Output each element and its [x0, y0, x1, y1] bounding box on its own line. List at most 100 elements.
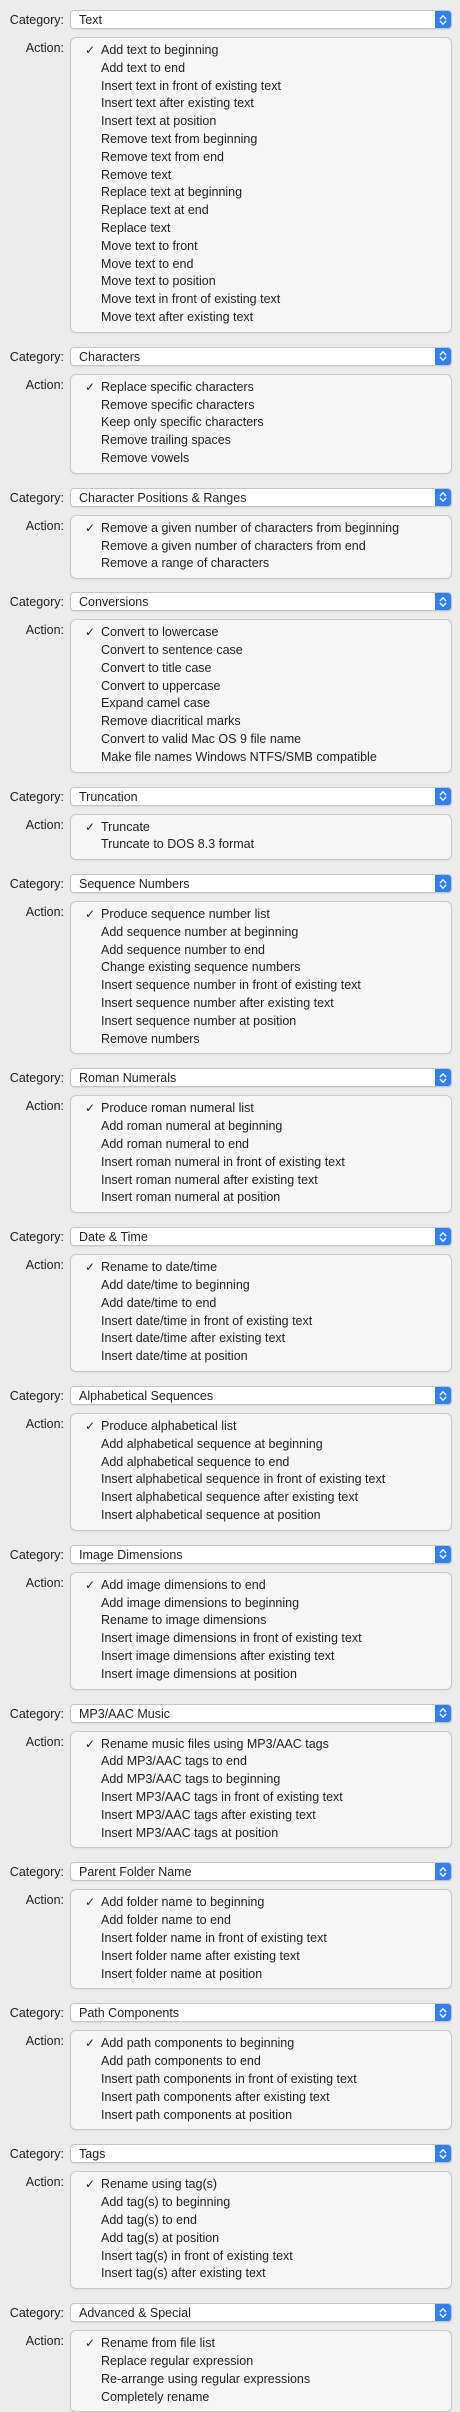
- action-option[interactable]: Add date/time to beginning: [71, 1277, 451, 1295]
- up-down-chevrons-icon[interactable]: [435, 875, 451, 893]
- action-option[interactable]: Remove text from beginning: [71, 131, 451, 149]
- action-option[interactable]: Move text to position: [71, 273, 451, 291]
- action-option[interactable]: Change existing sequence numbers: [71, 959, 451, 977]
- up-down-chevrons-icon[interactable]: [435, 347, 451, 365]
- up-down-chevrons-icon[interactable]: [435, 11, 451, 28]
- action-option[interactable]: ✓Replace specific characters: [71, 379, 451, 397]
- action-option[interactable]: Add MP3/AAC tags to end: [71, 1753, 451, 1771]
- category-popup[interactable]: Text: [70, 10, 452, 29]
- action-option[interactable]: ✓Rename from file list: [71, 2335, 451, 2353]
- up-down-chevrons-icon[interactable]: [435, 1069, 451, 1087]
- action-option[interactable]: Remove diacritical marks: [71, 713, 451, 731]
- action-option[interactable]: Keep only specific characters: [71, 414, 451, 432]
- action-list[interactable]: ✓Remove a given number of characters fro…: [70, 514, 452, 580]
- action-option[interactable]: Remove a given number of characters from…: [71, 538, 451, 556]
- category-popup[interactable]: MP3/AAC Music: [70, 1703, 452, 1723]
- action-option[interactable]: ✓Truncate: [71, 819, 451, 837]
- up-down-chevrons-icon[interactable]: [435, 593, 451, 611]
- action-option[interactable]: Insert date/time after existing text: [71, 1330, 451, 1348]
- action-option[interactable]: Add alphabetical sequence to end: [71, 1454, 451, 1472]
- action-option[interactable]: Insert roman numeral at position: [71, 1189, 451, 1207]
- category-popup[interactable]: Image Dimensions: [70, 1544, 452, 1564]
- up-down-chevrons-icon[interactable]: [435, 787, 451, 805]
- up-down-chevrons-icon[interactable]: [435, 2145, 451, 2163]
- action-option[interactable]: Remove a range of characters: [71, 555, 451, 573]
- action-option[interactable]: Insert text after existing text: [71, 95, 451, 113]
- action-option[interactable]: Insert roman numeral after existing text: [71, 1172, 451, 1190]
- up-down-chevrons-icon[interactable]: [435, 1228, 451, 1246]
- category-popup[interactable]: Characters: [70, 346, 452, 366]
- action-option[interactable]: Add alphabetical sequence at beginning: [71, 1436, 451, 1454]
- category-popup[interactable]: Date & Time: [70, 1227, 452, 1247]
- action-option[interactable]: Insert path components after existing te…: [71, 2089, 451, 2107]
- action-option[interactable]: Replace text at beginning: [71, 184, 451, 202]
- action-option[interactable]: ✓Convert to lowercase: [71, 624, 451, 642]
- action-option[interactable]: Re-arrange using regular expressions: [71, 2371, 451, 2389]
- action-option[interactable]: Remove numbers: [71, 1031, 451, 1049]
- action-option[interactable]: Move text after existing text: [71, 309, 451, 327]
- category-popup[interactable]: Path Components: [70, 2003, 452, 2023]
- action-option[interactable]: Move text to front: [71, 238, 451, 256]
- action-option[interactable]: Add tag(s) to beginning: [71, 2194, 451, 2212]
- action-option[interactable]: Insert MP3/AAC tags at position: [71, 1825, 451, 1843]
- action-option[interactable]: Add date/time to end: [71, 1295, 451, 1313]
- up-down-chevrons-icon[interactable]: [435, 2004, 451, 2022]
- action-option[interactable]: Add path components to end: [71, 2053, 451, 2071]
- action-option[interactable]: Insert folder name in front of existing …: [71, 1930, 451, 1948]
- action-option[interactable]: Insert path components in front of exist…: [71, 2071, 451, 2089]
- action-option[interactable]: Add MP3/AAC tags to beginning: [71, 1771, 451, 1789]
- action-option[interactable]: Add roman numeral to end: [71, 1136, 451, 1154]
- action-option[interactable]: Insert text in front of existing text: [71, 78, 451, 96]
- action-option[interactable]: Insert folder name after existing text: [71, 1948, 451, 1966]
- action-option[interactable]: Insert sequence number after existing te…: [71, 995, 451, 1013]
- category-popup[interactable]: Conversions: [70, 592, 452, 612]
- action-option[interactable]: Expand camel case: [71, 695, 451, 713]
- action-option[interactable]: ✓Add path components to beginning: [71, 2035, 451, 2053]
- action-option[interactable]: ✓Add image dimensions to end: [71, 1577, 451, 1595]
- action-option[interactable]: ✓Produce alphabetical list: [71, 1418, 451, 1436]
- action-option[interactable]: Move text in front of existing text: [71, 291, 451, 309]
- action-option[interactable]: Add image dimensions to beginning: [71, 1595, 451, 1613]
- action-option[interactable]: Insert folder name at position: [71, 1966, 451, 1984]
- action-option[interactable]: ✓Rename to date/time: [71, 1259, 451, 1277]
- action-option[interactable]: Move text to end: [71, 256, 451, 274]
- action-option[interactable]: Insert tag(s) in front of existing text: [71, 2248, 451, 2266]
- action-option[interactable]: Convert to uppercase: [71, 678, 451, 696]
- action-option[interactable]: Insert roman numeral in front of existin…: [71, 1154, 451, 1172]
- up-down-chevrons-icon[interactable]: [435, 1704, 451, 1722]
- up-down-chevrons-icon[interactable]: [435, 1545, 451, 1563]
- action-option[interactable]: ✓Remove a given number of characters fro…: [71, 520, 451, 538]
- action-option[interactable]: Add sequence number at beginning: [71, 924, 451, 942]
- action-option[interactable]: Add tag(s) to end: [71, 2212, 451, 2230]
- action-option[interactable]: Insert alphabetical sequence at position: [71, 1507, 451, 1525]
- action-option[interactable]: ✓Produce roman numeral list: [71, 1100, 451, 1118]
- category-popup[interactable]: Parent Folder Name: [70, 1862, 452, 1882]
- action-option[interactable]: Insert MP3/AAC tags after existing text: [71, 1807, 451, 1825]
- action-option[interactable]: Remove vowels: [71, 450, 451, 468]
- action-option[interactable]: Rename to image dimensions: [71, 1612, 451, 1630]
- action-option[interactable]: Insert text at position: [71, 113, 451, 131]
- category-popup[interactable]: Roman Numerals: [70, 1068, 452, 1088]
- action-option[interactable]: Remove text: [71, 167, 451, 185]
- category-popup[interactable]: Sequence Numbers: [70, 874, 452, 894]
- action-option[interactable]: Insert image dimensions in front of exis…: [71, 1630, 451, 1648]
- action-option[interactable]: Insert image dimensions after existing t…: [71, 1648, 451, 1666]
- action-option[interactable]: ✓Add text to beginning: [71, 42, 451, 60]
- action-option[interactable]: Insert sequence number at position: [71, 1013, 451, 1031]
- up-down-chevrons-icon[interactable]: [435, 2304, 451, 2322]
- action-option[interactable]: Truncate to DOS 8.3 format: [71, 836, 451, 854]
- action-option[interactable]: Insert alphabetical sequence in front of…: [71, 1471, 451, 1489]
- action-option[interactable]: Insert image dimensions at position: [71, 1666, 451, 1684]
- category-popup[interactable]: Tags: [70, 2144, 452, 2164]
- action-option[interactable]: Remove specific characters: [71, 397, 451, 415]
- action-option[interactable]: Replace text: [71, 220, 451, 238]
